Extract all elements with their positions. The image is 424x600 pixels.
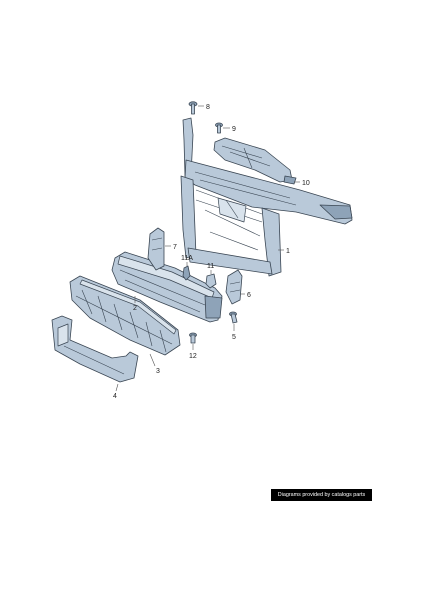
part-3-energy-absorber [69, 275, 181, 356]
part-5-bolt [229, 311, 238, 324]
part-9-screw [215, 122, 223, 134]
label-5: 5 [232, 334, 236, 341]
part-10-upper-cover [213, 137, 297, 185]
callout-labels: 8 9 10 1 7 11A 11 6 2 5 12 3 4 [113, 104, 310, 400]
label-11a: 11A [181, 255, 193, 262]
label-10: 10 [302, 180, 310, 187]
label-7: 7 [173, 244, 177, 251]
part-2-bumper-bar [111, 251, 223, 323]
label-3: 3 [156, 368, 160, 375]
part-8-screw [188, 101, 198, 115]
label-12: 12 [189, 353, 197, 360]
leader-lines [115, 105, 300, 392]
part-6-bracket [225, 269, 243, 305]
part-7-bracket [147, 227, 165, 271]
label-11: 11 [207, 263, 214, 270]
label-1: 1 [286, 248, 290, 255]
part-1-front-carrier [180, 117, 353, 277]
label-9: 9 [232, 126, 236, 133]
part-4-air-guide [51, 315, 139, 383]
part-11-clip [205, 273, 217, 289]
label-4: 4 [113, 393, 117, 400]
part-12-bolt [189, 332, 197, 344]
credit-banner: Diagrams provided by catalogs parts [271, 489, 372, 501]
label-6: 6 [247, 292, 251, 299]
label-8: 8 [206, 104, 210, 111]
label-2: 2 [133, 305, 137, 312]
part-11a-clip [182, 265, 191, 281]
